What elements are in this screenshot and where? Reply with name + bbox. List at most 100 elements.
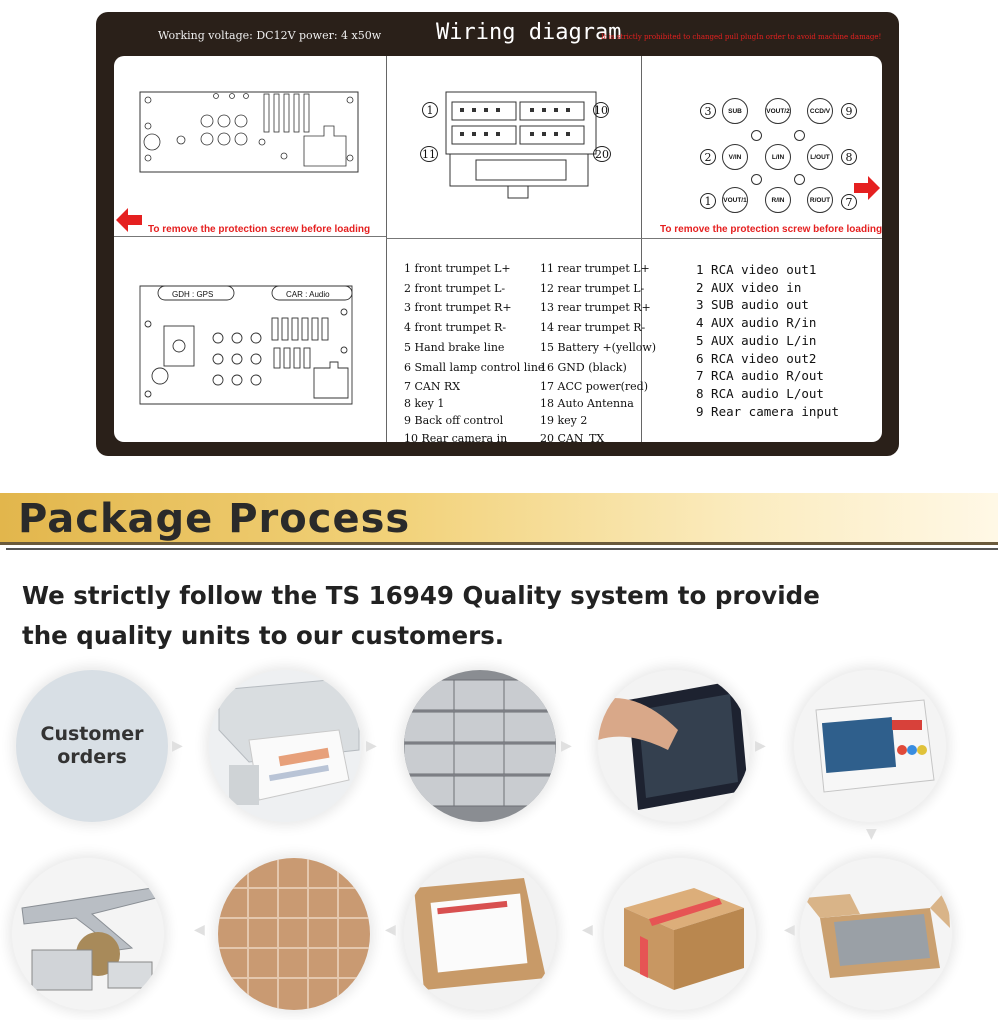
divider [386, 238, 641, 239]
unit-back-diagram [139, 91, 359, 173]
remove-screw-note-right: To remove the protection screw before lo… [660, 224, 882, 235]
banner-underline [6, 548, 998, 550]
step-open-carton-photo [800, 858, 952, 1010]
rca-num: 8 [841, 149, 857, 165]
step-customer-orders: Customer orders [16, 670, 168, 822]
gdh-gps-label: GDH : GPS [172, 290, 214, 299]
divider [386, 56, 387, 442]
step-screen-inspection-photo [598, 670, 750, 822]
rca-jack: R/OUT [807, 187, 833, 213]
step-shipping-label-photo [404, 858, 556, 1010]
rca-item: 7 RCA audio R/out [696, 368, 824, 384]
pin-item: 5 Hand brake line [404, 340, 505, 354]
voltage-text: Working voltage: DC12V power: 4 x50w [158, 29, 382, 42]
chevron-left-icon: ◀ [385, 922, 396, 938]
rca-small-hole [794, 130, 805, 141]
description-line: We strictly follow the TS 16949 Quality … [22, 581, 820, 610]
connector-num: 1 [422, 102, 438, 118]
pin-item: 20 CAN_TX [540, 432, 605, 442]
pin-item: 14 rear trumpet R- [540, 321, 646, 335]
pin-item: 15 Battery +(yellow) [540, 340, 657, 354]
red-arrow-right-icon [854, 176, 880, 200]
rca-small-hole [751, 174, 762, 185]
description-line: the quality units to our customers. [22, 621, 505, 650]
divider [641, 238, 882, 239]
rca-num: 3 [700, 103, 716, 119]
package-process-title: Package Process [18, 496, 411, 542]
rca-output-list: 1 RCA video out1 2 AUX video in 3 SUB au… [696, 261, 839, 420]
rca-item: 3 SUB audio out [696, 297, 809, 313]
divider [114, 236, 386, 237]
rca-num: 9 [841, 103, 857, 119]
pin-item: 7 CAN RX [404, 380, 461, 394]
car-audio-label: CAR : Audio [286, 290, 330, 299]
connector-diagram [445, 91, 597, 199]
package-process-description: We strictly follow the TS 16949 Quality … [22, 576, 922, 656]
pin-item: 4 front trumpet R- [404, 321, 507, 335]
chevron-left-icon: ◀ [784, 922, 795, 938]
rca-item: 2 AUX video in [696, 279, 802, 295]
chevron-right-icon: ▶ [755, 738, 766, 754]
rca-item: 9 Rear camera input [696, 403, 839, 419]
pin-item: 8 key 1 [404, 397, 445, 411]
rca-item: 1 RCA video out1 [696, 262, 817, 277]
pin-item: 11 rear trumpet L+ [540, 262, 650, 275]
pin-list-left: 1 front trumpet L+ 2 front trumpet L- 3 … [404, 259, 544, 442]
connector-num: 20 [593, 146, 611, 162]
remove-screw-note-left: To remove the protection screw before lo… [148, 224, 371, 235]
pin-item: 1 front trumpet L+ [404, 262, 511, 275]
wiring-diagram-inner: To remove the protection screw before lo… [114, 56, 882, 442]
rca-item: 4 AUX audio R/in [696, 315, 817, 331]
pin-item: 9 Back off control [404, 414, 504, 428]
step-carton-stack-photo [218, 858, 370, 1010]
chevron-left-icon: ◀ [194, 922, 205, 938]
rca-jack: R/IN [765, 187, 791, 213]
rca-num: 2 [700, 149, 716, 165]
chevron-right-icon: ▶ [172, 738, 183, 754]
package-process-banner [0, 493, 998, 545]
chevron-right-icon: ▶ [366, 738, 377, 754]
red-arrow-left-icon [116, 208, 142, 232]
pin-item: 2 front trumpet L- [404, 281, 506, 295]
pin-item: 10 Rear camera in [404, 432, 508, 442]
pin-item: 6 Small lamp control line [404, 360, 545, 374]
divider [641, 56, 642, 442]
rca-num: 7 [841, 194, 857, 210]
rca-jack: VOUT/1 [722, 187, 748, 213]
step-taped-box-photo [604, 858, 756, 1010]
unit-back-diagram-2 [139, 285, 353, 405]
step-stock-boxes-photo [404, 670, 556, 822]
step-shipping-photo [12, 858, 164, 1010]
connector-num: 11 [420, 146, 438, 162]
pin-item: 18 Auto Antenna [540, 397, 634, 411]
rca-jack: CCD/V [807, 98, 833, 124]
wiring-diagram-title: Wiring diagram [436, 20, 622, 45]
rca-jack: SUB [722, 98, 748, 124]
pin-item: 12 rear trumpet L- [540, 281, 645, 295]
chevron-right-icon: ▶ [561, 738, 572, 754]
connector-num: 10 [593, 102, 609, 118]
rca-jack: L/IN [765, 144, 791, 170]
pin-item: 17 ACC power(red) [540, 380, 649, 394]
rca-small-hole [794, 174, 805, 185]
warning-text: It is strictly prohibited to changed pul… [601, 33, 882, 41]
pin-item: 16 GND (black) [540, 360, 627, 374]
rca-item: 5 AUX audio L/in [696, 332, 817, 348]
step-printing-photo [209, 670, 361, 822]
pin-item: 13 rear trumpet R+ [540, 301, 651, 315]
rca-item: 8 RCA audio L/out [696, 385, 824, 401]
pin-item: 3 front trumpet R+ [404, 301, 512, 315]
rca-item: 6 RCA video out2 [696, 350, 817, 366]
chevron-down-icon: ▼ [866, 826, 877, 842]
rca-jack: L/OUT [807, 144, 833, 170]
pin-list-right: 11 rear trumpet L+ 12 rear trumpet L- 13… [540, 259, 656, 442]
rca-num: 1 [700, 193, 716, 209]
step-label: Customer orders [40, 723, 144, 768]
chevron-left-icon: ◀ [582, 922, 593, 938]
rca-small-hole [751, 130, 762, 141]
rca-jack: V/IN [722, 144, 748, 170]
pin-item: 19 key 2 [540, 414, 588, 428]
rca-jack: VOUT/2 [765, 98, 791, 124]
step-retail-box-photo [794, 670, 946, 822]
wiring-diagram-panel: Working voltage: DC12V power: 4 x50w Wir… [96, 12, 899, 456]
